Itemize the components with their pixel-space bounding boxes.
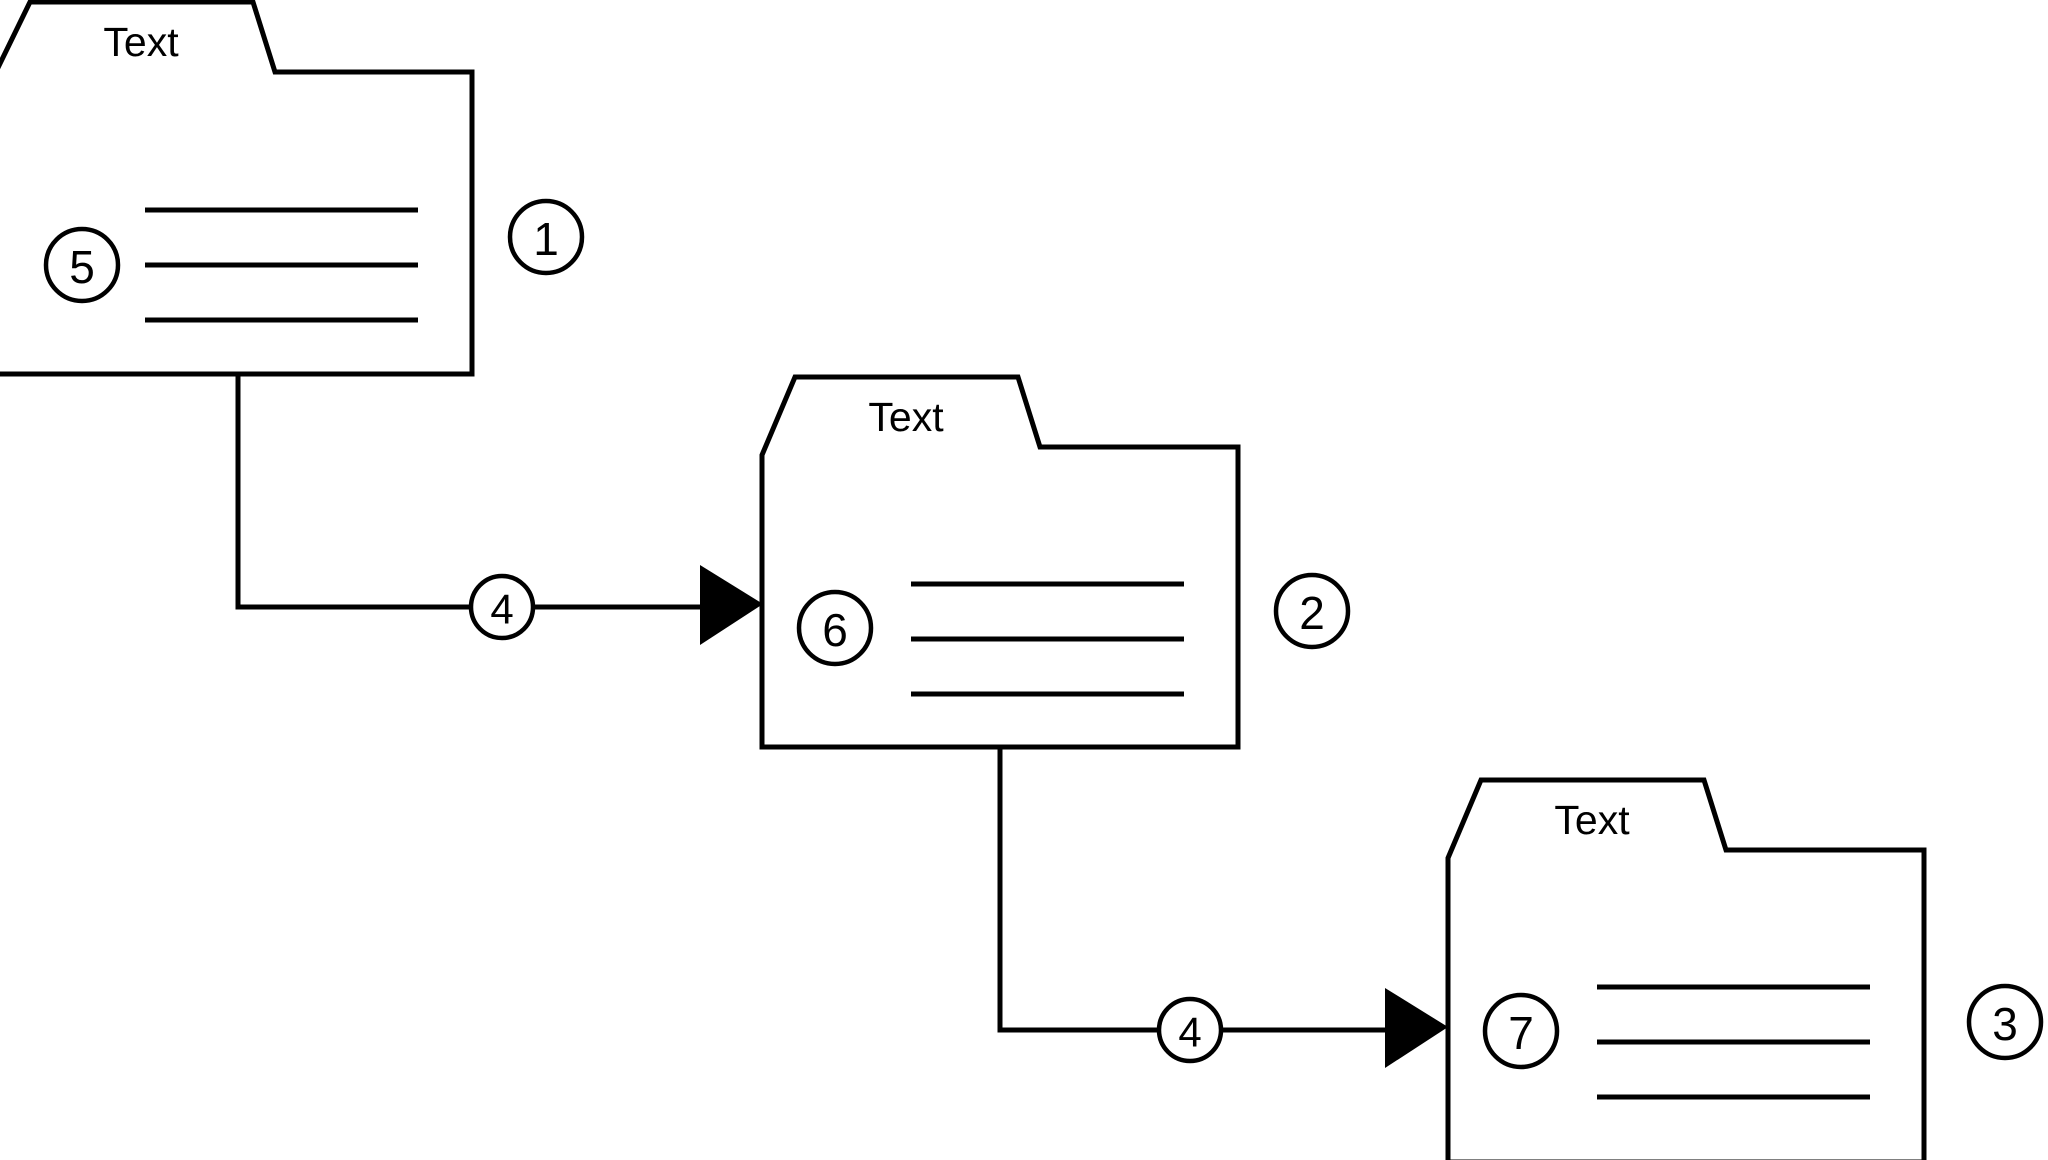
folder-2-outer-marker-group[interactable]: 2: [1273, 572, 1351, 650]
folder-2-inner-marker: 6: [822, 604, 848, 656]
folder-2-inner-marker-circle: [796, 589, 874, 667]
folder-3-title: Text: [1554, 797, 1630, 843]
folder-2[interactable]: Text 6: [759, 374, 1241, 750]
folder-1-outline: [0, 0, 475, 377]
connector-2-label: 4: [1178, 1009, 1201, 1056]
folder-2-title: Text: [868, 394, 944, 440]
folder-2-outline: [759, 374, 1241, 750]
connector-2-arrowhead: [1385, 988, 1448, 1068]
connector-2-label-circle: [1156, 996, 1224, 1064]
folder-3[interactable]: Text 7: [1445, 777, 1927, 1160]
folder-1[interactable]: Text 5: [0, 0, 475, 377]
folder-3-inner-marker: 7: [1508, 1007, 1534, 1059]
folder-3-outline: [1445, 777, 1927, 1160]
folder-2-outer-marker-circle: [1273, 572, 1351, 650]
folder-1-outer-marker-circle: [507, 198, 585, 276]
folder-1-inner-marker-circle: [43, 226, 121, 304]
folder-3-outer-marker-circle: [1966, 983, 2044, 1061]
connector-2[interactable]: 4: [997, 747, 1448, 1068]
connector-1-label-circle: [468, 573, 536, 641]
connector-1[interactable]: 4: [235, 374, 763, 645]
folder-3-outer-marker-group[interactable]: 3: [1966, 983, 2044, 1061]
folder-1-title: Text: [103, 19, 179, 65]
connector-1-label: 4: [490, 586, 513, 633]
folder-1-inner-marker: 5: [69, 241, 95, 293]
folder-3-inner-marker-circle: [1482, 992, 1560, 1070]
folder-2-outer-marker: 2: [1299, 587, 1325, 639]
folder-1-outer-marker: 1: [533, 213, 559, 265]
connector-1-arrowhead: [700, 565, 763, 645]
connector-2-path: [997, 747, 1385, 1033]
folder-3-outer-marker: 3: [1992, 998, 2018, 1050]
folder-1-outer-marker-group[interactable]: 1: [507, 198, 585, 276]
connector-1-path: [235, 374, 700, 610]
